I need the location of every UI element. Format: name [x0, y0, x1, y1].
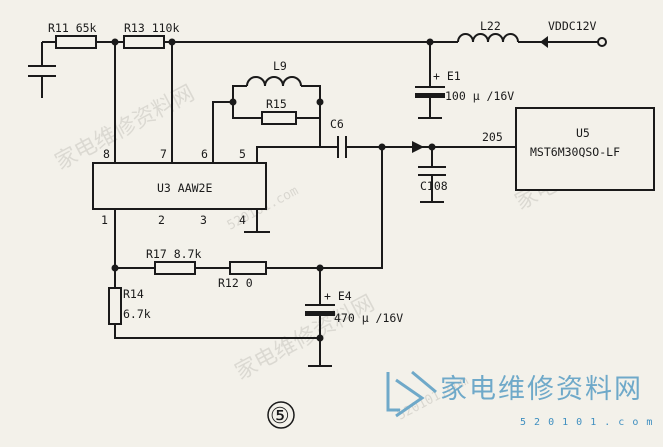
- label-u5-part: MST6M30QSO-LF: [530, 145, 620, 159]
- bottom-resistor-row: [115, 261, 320, 275]
- label-net-205: 205: [482, 130, 503, 144]
- pin-label: 5: [239, 147, 246, 161]
- label-e4-value: 470 μ /16V: [334, 311, 403, 325]
- label-e4: + E4: [324, 289, 352, 303]
- label-l9: L9: [273, 59, 287, 73]
- label-l22: L22: [480, 19, 501, 33]
- pin-label: 1: [101, 213, 108, 227]
- label-r15: R15: [266, 97, 287, 111]
- label-vddc12v: VDDC12V: [548, 19, 597, 33]
- label-r12: R12 0: [218, 276, 253, 290]
- resistor-r14: [108, 268, 320, 339]
- pin-label: 4: [239, 213, 246, 227]
- pin-label: 2: [158, 213, 165, 227]
- label-c6: C6: [330, 117, 344, 131]
- site-logo: 家电维修资料网 5 2 0 1 0 1 . c o m: [386, 370, 653, 428]
- label-r11: R11 65k: [48, 21, 97, 35]
- pin-label: 7: [160, 147, 167, 161]
- left-capacitor: [28, 42, 56, 98]
- label-r14: R14: [123, 287, 144, 301]
- logo-text: 家电维修资料网: [440, 374, 643, 405]
- figure-number: ⑤: [270, 404, 290, 429]
- pin-label: 3: [200, 213, 207, 227]
- resistor-r13: [123, 35, 165, 49]
- watermark-text: 家电维修资料网: [51, 81, 199, 175]
- resistor-r11: [55, 35, 97, 49]
- pin-label: 8: [103, 147, 110, 161]
- capacitor-c6: [337, 136, 516, 158]
- top-rail: [42, 36, 607, 48]
- chip-u3: [92, 162, 267, 210]
- label-r14-value: 6.7k: [123, 307, 151, 321]
- label-e1-value: 100 μ /16V: [445, 89, 514, 103]
- inductor-l22: [457, 33, 519, 43]
- chip-u5: [515, 107, 655, 191]
- capacitor-c108: [418, 147, 446, 203]
- l9-r15-network: [229, 76, 324, 147]
- capacitor-e1: [415, 42, 445, 119]
- label-r13: R13 110k: [124, 21, 179, 35]
- label-u5: U5: [576, 126, 590, 140]
- label-u3: U3 AAW2E: [157, 181, 212, 195]
- label-r17: R17 8.7k: [146, 247, 201, 261]
- label-c108: C108: [420, 179, 448, 193]
- pin-label: 6: [201, 147, 208, 161]
- figure-number-ring: [267, 401, 295, 429]
- label-e1: + E1: [433, 69, 461, 83]
- logo-url: 5 2 0 1 0 1 . c o m: [520, 417, 653, 428]
- junction-dot: [316, 334, 324, 342]
